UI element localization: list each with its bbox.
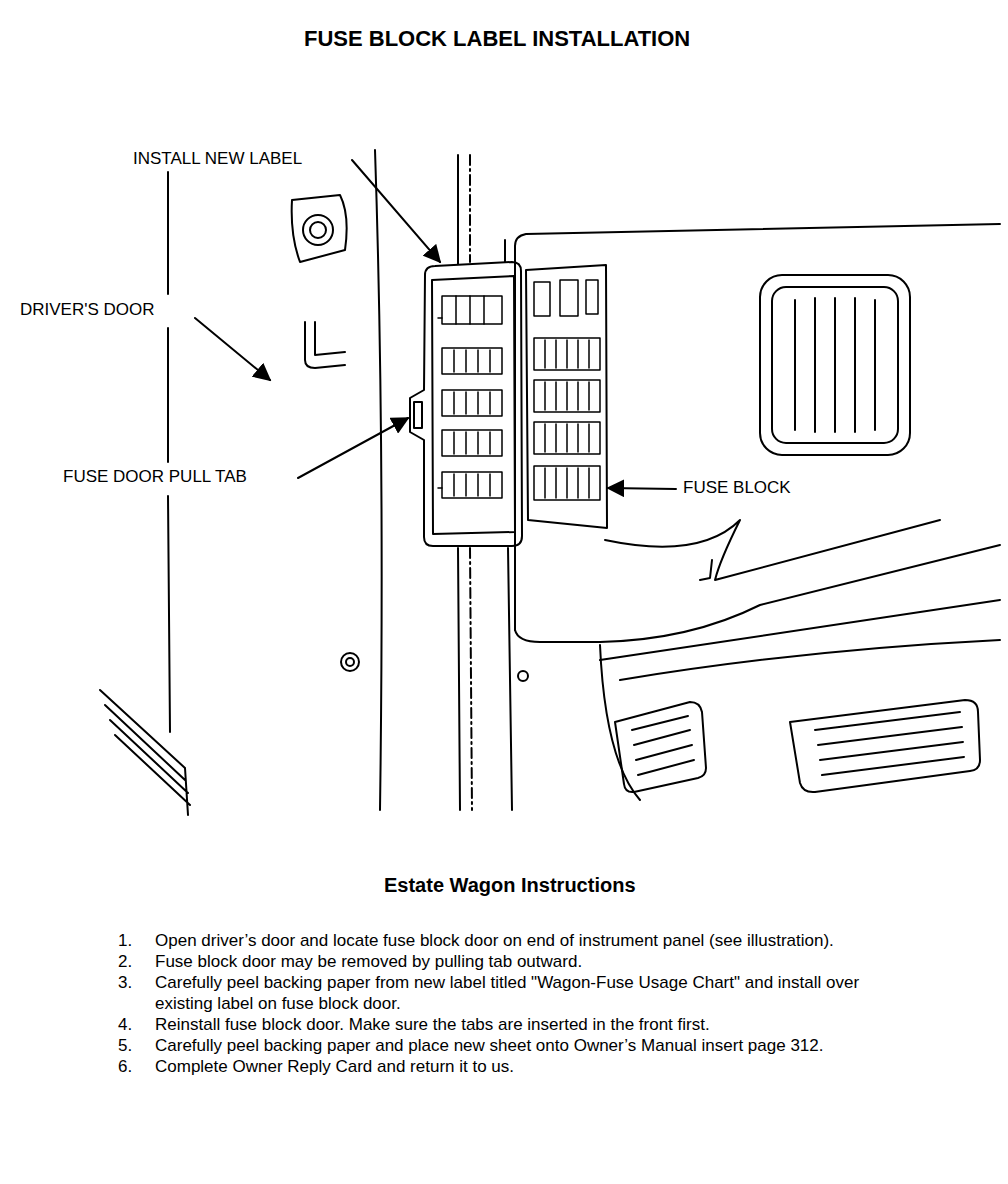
instrument-panel-trim [605, 520, 940, 580]
accelerator-pedal [790, 700, 980, 792]
door-latch [305, 322, 345, 368]
striker-bolt [341, 653, 359, 671]
instruction-step: Fuse block door may be removed by pullin… [155, 951, 895, 972]
section-heading: Estate Wagon Instructions [384, 873, 636, 897]
kick-panel-edge [600, 645, 640, 800]
leader-line [352, 160, 440, 262]
step-number: 4. [118, 1014, 132, 1035]
callout-label: FUSE BLOCK [681, 478, 793, 498]
fuse-block [526, 265, 607, 528]
striker-bolt [346, 658, 354, 666]
leader-line [298, 418, 408, 478]
diagram-title: FUSE BLOCK LABEL INSTALLATION [304, 26, 690, 52]
callout-label: FUSE DOOR PULL TAB [61, 467, 249, 487]
panel-hole [518, 671, 528, 681]
fuse-door-pull-tab [414, 402, 422, 428]
step-number: 3. [118, 972, 132, 993]
door-inner-edge [375, 150, 382, 810]
pedal-grip [632, 716, 694, 775]
fuse-block-door [410, 262, 522, 546]
leader-line [608, 488, 676, 489]
callout-label: INSTALL NEW LABEL [131, 149, 304, 169]
step-number: 1. [118, 930, 132, 951]
door-lock-knob [303, 215, 333, 245]
instruction-step: Complete Owner Reply Card and return it … [155, 1056, 895, 1077]
door-seal-hatch [100, 690, 190, 815]
fuse-door-label-grid [438, 296, 502, 498]
step-number: 6. [118, 1056, 132, 1077]
step-number: 2. [118, 951, 132, 972]
leader-line [195, 318, 270, 380]
callout-label: DRIVER'S DOOR [18, 300, 157, 320]
door-lock-knob [310, 222, 326, 238]
brake-pedal [615, 702, 706, 792]
instrument-panel-outline [515, 224, 1000, 630]
air-vent-louvers [795, 298, 875, 432]
fuse-block-fuses [534, 280, 600, 500]
pedal-grip [815, 712, 964, 775]
instrument-panel-lower-edge [515, 545, 1000, 642]
air-vent [772, 287, 898, 443]
fuse-door-label-area [432, 276, 515, 534]
instruction-step: Reinstall fuse block door. Make sure the… [155, 1014, 895, 1035]
door-lock-housing [292, 195, 347, 262]
door-edge [168, 496, 170, 732]
air-vent [760, 275, 910, 455]
instruction-step: Open driver’s door and locate fuse block… [155, 930, 895, 951]
instruction-step: Carefully peel backing paper from new la… [155, 972, 895, 1014]
door-edge [167, 172, 169, 294]
door-edge [167, 328, 169, 462]
step-number: 5. [118, 1035, 132, 1056]
instruction-step: Carefully peel backing paper and place n… [155, 1035, 895, 1056]
lower-panel-lines [600, 560, 1000, 680]
